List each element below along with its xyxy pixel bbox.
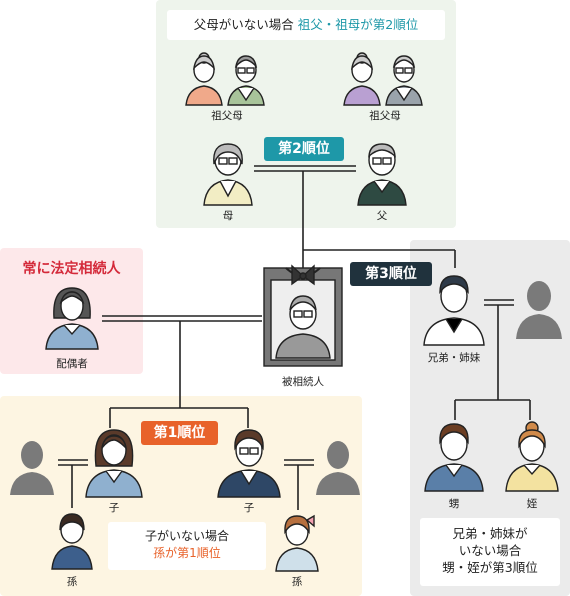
rank3-badge: 第3順位	[350, 262, 432, 286]
sibling-figure	[423, 275, 485, 346]
grandchild-left-figure	[51, 513, 93, 570]
grandparents-note: 父母がいない場合 祖父・祖母が第2順位	[167, 10, 445, 40]
child-left-figure	[85, 429, 143, 498]
mother-label: 母	[222, 210, 234, 222]
rank1-badge: 第1順位	[141, 421, 218, 445]
grandchild-left-label: 孫	[66, 576, 78, 588]
niece-figure	[505, 421, 559, 492]
father-figure	[357, 143, 407, 206]
grandchild-right-figure	[275, 514, 319, 572]
deceased-label: 被相続人	[282, 376, 324, 388]
father-label: 父	[376, 210, 388, 222]
child-left-label: 子	[108, 502, 120, 514]
rank2-badge: 第2順位	[264, 137, 344, 161]
child-right-figure	[217, 429, 281, 498]
spouse-label: 配偶者	[56, 358, 88, 370]
note-highlight-text: 祖父・祖母が第2順位	[297, 17, 419, 32]
grandchild-note: 子がいない場合 孫が第1順位	[108, 522, 266, 570]
grandparents-left-figure	[185, 52, 265, 106]
gray-note-line1: 兄弟・姉妹が	[452, 526, 528, 541]
mother-figure	[203, 143, 253, 206]
nephew-label: 甥	[448, 498, 460, 510]
child-right-label: 子	[243, 502, 255, 514]
spouse-figure	[45, 287, 99, 350]
sibling-spouse-silhouette	[516, 281, 562, 339]
grandparents-left-label: 祖父母	[211, 110, 243, 122]
yellow-note-line1: 子がいない場合	[144, 529, 229, 543]
siblings-label: 兄弟・姉妹	[427, 352, 481, 364]
always-heir-label: 常に法定相続人	[22, 261, 121, 277]
child-right-spouse-silhouette	[316, 441, 360, 495]
grandparents-right-figure	[343, 52, 423, 106]
nephew-niece-note: 兄弟・姉妹が いない場合 甥・姪が第3順位	[420, 518, 560, 586]
gray-note-line3: 甥・姪が第3順位	[442, 560, 538, 575]
grandparents-right-label: 祖父母	[369, 110, 401, 122]
niece-label: 姪	[526, 498, 538, 510]
yellow-note-line2: 孫が第1順位	[153, 546, 221, 560]
deceased-portrait-figure	[263, 264, 343, 367]
grandchild-right-label: 孫	[291, 576, 303, 588]
note-plain-text: 父母がいない場合	[193, 17, 294, 32]
gray-note-line2: いない場合	[458, 543, 522, 558]
nephew-figure	[424, 423, 484, 492]
child-left-spouse-silhouette	[10, 441, 54, 495]
